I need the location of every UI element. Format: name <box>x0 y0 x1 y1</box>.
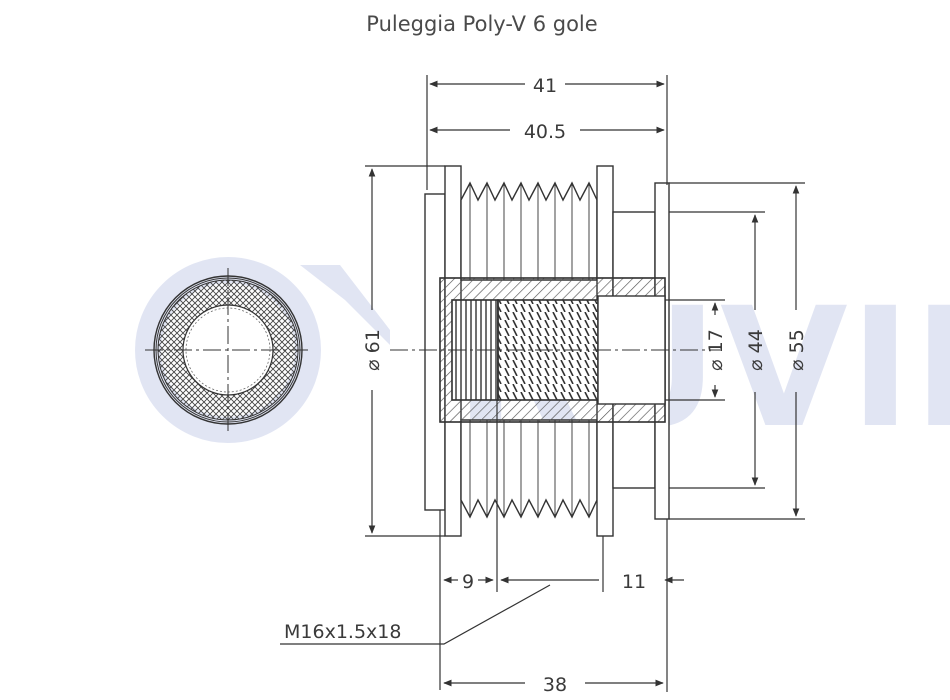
dimension-body-length-label: 40.5 <box>524 121 566 143</box>
diagram-title: Puleggia Poly-V 6 gole <box>366 12 597 36</box>
thread-label: M16x1.5x18 <box>284 621 401 643</box>
dimension-left-offset-label: 9 <box>462 571 474 593</box>
dimension-hub-diameter <box>669 211 765 489</box>
dimension-flange-diameter-label: ⌀ 55 <box>786 329 808 371</box>
dimension-bore-diameter <box>665 299 725 401</box>
dimension-hub-diameter-label: ⌀ 44 <box>745 329 767 371</box>
dimension-outer-diameter-label: ⌀ 61 <box>362 329 384 371</box>
dimension-right-offset-label: 11 <box>622 571 646 593</box>
thread-leader <box>280 584 551 645</box>
dimension-bore-diameter-label: ⌀ 17 <box>705 329 727 371</box>
dimension-offsets <box>439 400 684 690</box>
pulley-side-view <box>424 165 670 537</box>
dimension-bottom-length <box>443 519 668 692</box>
dimension-overall-length <box>426 75 668 190</box>
dimension-bottom-length-label: 38 <box>543 674 567 696</box>
dimension-outer-diameter <box>365 165 445 537</box>
dimension-overall-length-label: 41 <box>533 75 557 97</box>
pulley-end-view <box>145 268 312 432</box>
dimension-flange-diameter <box>669 182 805 520</box>
